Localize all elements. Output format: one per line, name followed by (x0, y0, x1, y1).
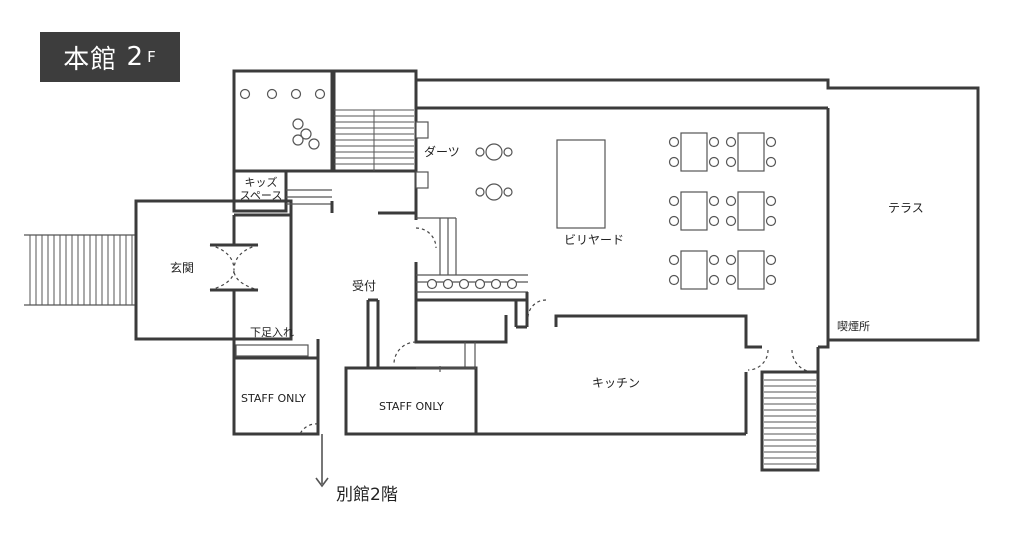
chair (725, 136, 737, 148)
chair (503, 147, 513, 157)
staff-only-left-label: STAFF ONLY (241, 392, 306, 405)
reception-label: 受付 (352, 279, 377, 293)
floor-level: 2 (126, 42, 145, 72)
stool (442, 278, 454, 290)
dining-tables (668, 132, 777, 290)
chair (708, 215, 720, 227)
chair (314, 88, 326, 100)
chair (239, 88, 251, 100)
chair (266, 88, 278, 100)
entrance-label: 玄関 (170, 261, 195, 275)
billiards-label: ビリヤード (564, 233, 625, 247)
stool (458, 278, 470, 290)
kids-space-label: キッズ スペース (239, 176, 283, 202)
chair (708, 156, 720, 168)
floor-name: 本館 (63, 44, 118, 75)
chair (503, 187, 513, 197)
table (737, 191, 765, 231)
chair (765, 254, 777, 266)
darts-tables (475, 143, 513, 201)
chair (725, 156, 737, 168)
floor-unit: F (147, 48, 157, 66)
staff-only-center-label: STAFF ONLY (379, 400, 444, 413)
entrance-door-top[interactable] (209, 244, 259, 271)
smoking-door[interactable] (791, 349, 815, 373)
smoking-area-label: 喫煙所 (837, 320, 870, 333)
chair (765, 274, 777, 286)
table (680, 250, 708, 290)
chair (668, 215, 680, 227)
chair (725, 254, 737, 266)
billiards-door[interactable] (415, 227, 437, 249)
chair (668, 195, 680, 207)
play-item (300, 128, 312, 140)
side-door[interactable] (527, 299, 547, 319)
entrance-room (134, 199, 293, 341)
darts-label: ダーツ (424, 145, 460, 159)
chair (668, 254, 680, 266)
play-item (308, 138, 320, 150)
kitchen-label: キッチン (592, 376, 641, 390)
chair (668, 274, 680, 286)
kids-room (232, 69, 336, 213)
stool (506, 278, 518, 290)
chair (708, 136, 720, 148)
table (680, 191, 708, 231)
staff-left-door[interactable] (299, 423, 319, 435)
stool (490, 278, 502, 290)
table (485, 143, 503, 161)
play-item (292, 134, 304, 146)
chair (725, 215, 737, 227)
central-stairs (330, 69, 418, 173)
chair (668, 156, 680, 168)
chair (668, 136, 680, 148)
chair (290, 88, 302, 100)
kitchen-door[interactable] (747, 349, 769, 371)
table (680, 132, 708, 172)
chair (725, 195, 737, 207)
bar-stools (426, 278, 518, 290)
entrance-hall (134, 199, 293, 341)
chair (475, 147, 485, 157)
terrace-label: テラス (888, 201, 924, 215)
chair (475, 187, 485, 197)
chair (725, 274, 737, 286)
chair (765, 136, 777, 148)
chair (708, 254, 720, 266)
play-item (292, 118, 304, 130)
table (737, 132, 765, 172)
chair (708, 274, 720, 286)
annex-arrow (315, 434, 329, 488)
staff-door[interactable] (393, 341, 417, 365)
chair (765, 195, 777, 207)
table (737, 250, 765, 290)
stool (426, 278, 438, 290)
chair (708, 195, 720, 207)
shoe-box-label: 下足入れ (250, 326, 294, 339)
annex-direction-label: 別館2階 (336, 485, 398, 505)
stool (474, 278, 486, 290)
entrance-door-bottom[interactable] (209, 269, 259, 291)
billiards-table (556, 139, 606, 229)
doors (299, 227, 815, 435)
chair (765, 215, 777, 227)
left-exterior-stairs (24, 234, 136, 306)
chair (765, 156, 777, 168)
main-walls (232, 71, 980, 472)
table (485, 183, 503, 201)
